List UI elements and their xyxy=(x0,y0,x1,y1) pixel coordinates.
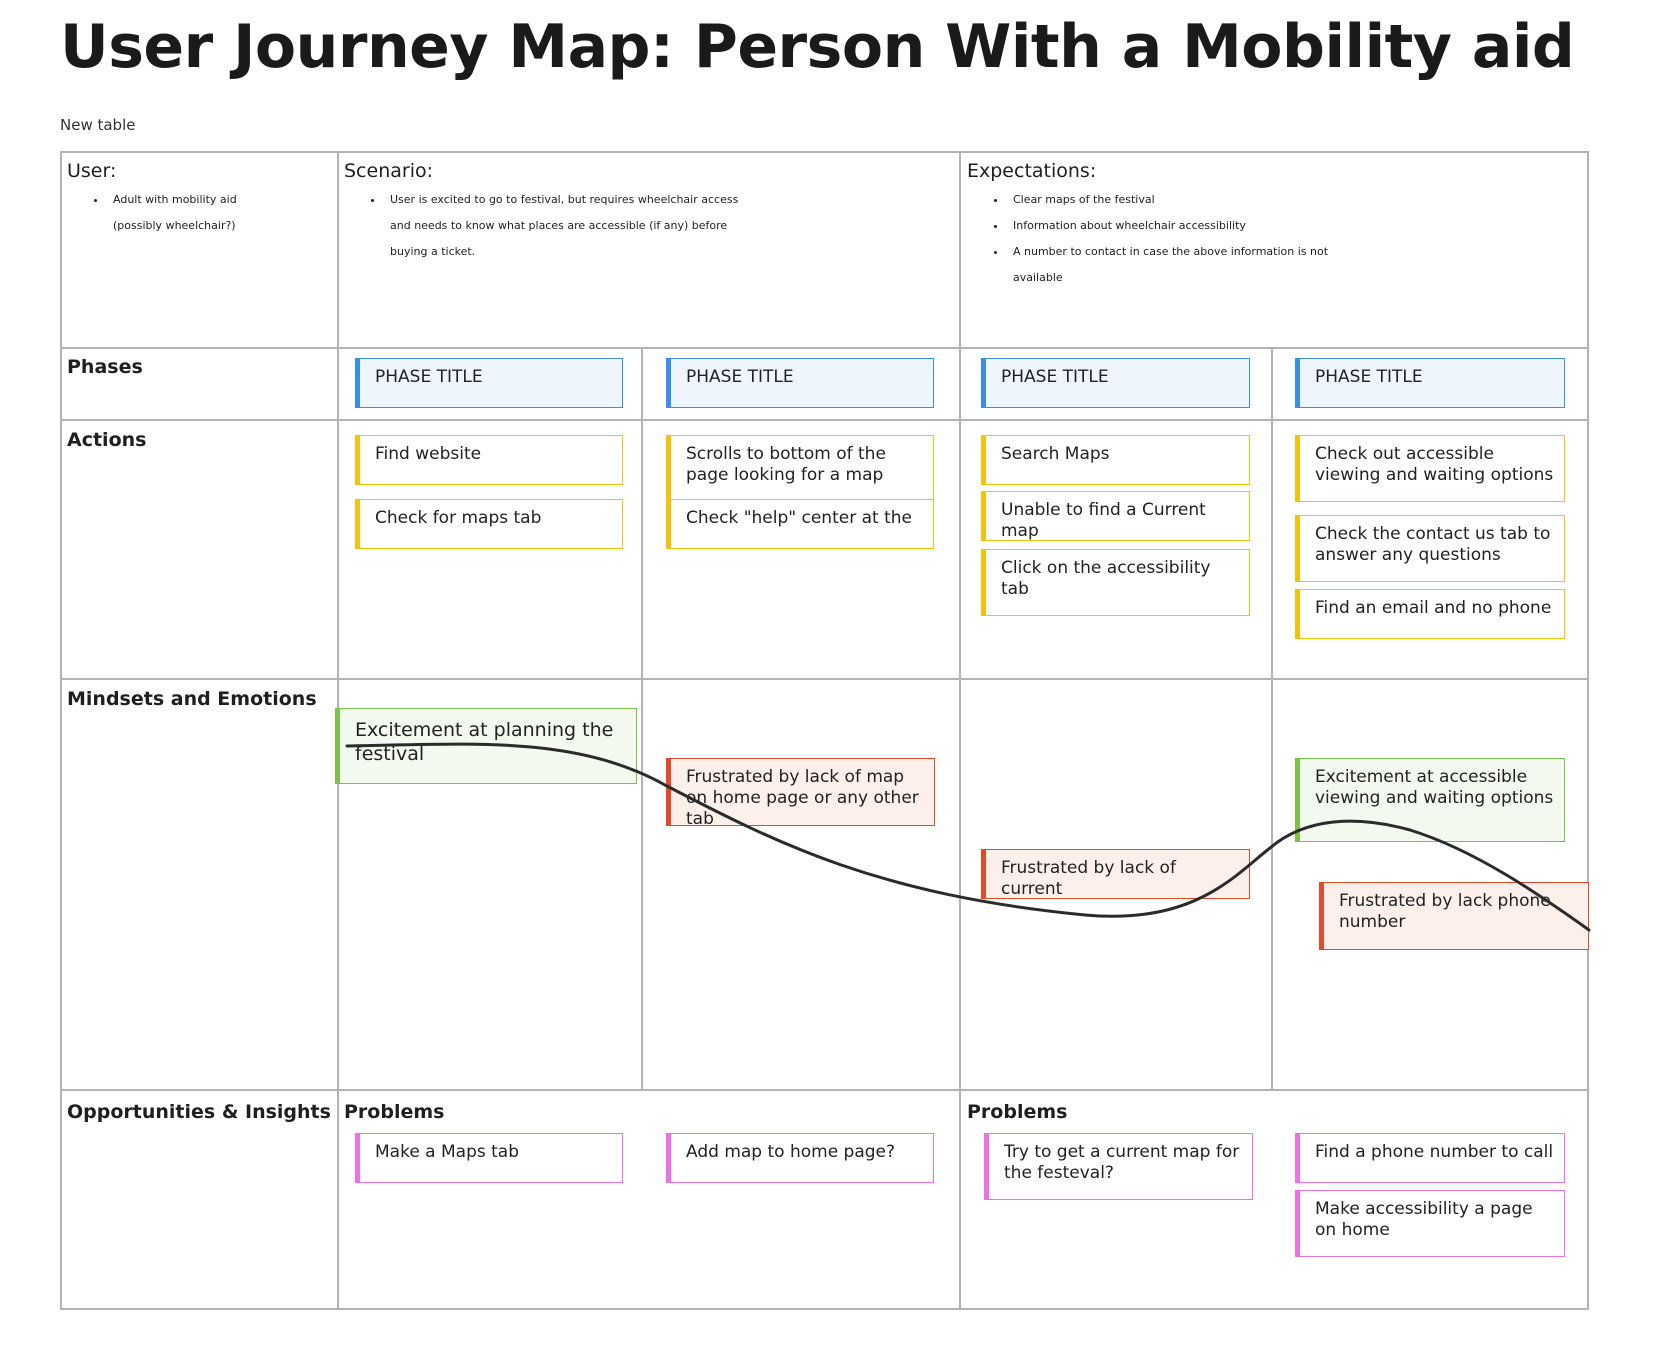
opportunity-card[interactable]: Find a phone number to call xyxy=(1295,1133,1565,1183)
page-title: User Journey Map: Person With a Mobility… xyxy=(60,12,1575,82)
action-card[interactable]: Scrolls to bottom of the page looking fo… xyxy=(666,435,934,500)
row-label-mindsets: Mindsets and Emotions xyxy=(67,688,317,710)
bullet-continuation: and needs to know what places are access… xyxy=(390,219,728,232)
action-card[interactable]: Check the contact us tab to answer any q… xyxy=(1295,515,1565,582)
scenario-bullets: User is excited to go to festival, but r… xyxy=(366,187,964,265)
emotion-card-positive[interactable]: Excitement at planning the festival xyxy=(335,708,637,784)
opportunity-card[interactable]: Make accessibility a page on home xyxy=(1295,1190,1565,1257)
emotion-card-negative[interactable]: Frustrated by lack of current xyxy=(981,849,1250,899)
action-card[interactable]: Find website xyxy=(355,435,623,485)
scenario-heading: Scenario: xyxy=(344,160,433,182)
emotion-card-negative[interactable]: Frustrated by lack phone number xyxy=(1319,882,1589,950)
action-card[interactable]: Check for maps tab xyxy=(355,499,623,549)
bullet-item: A number to contact in case the above in… xyxy=(1007,239,1587,265)
phase-title-card[interactable]: PHASE TITLE xyxy=(666,358,934,408)
bullet-continuation: buying a ticket. xyxy=(390,245,476,258)
emotion-card-negative[interactable]: Frustrated by lack of map on home page o… xyxy=(666,758,935,826)
row-label-phases: Phases xyxy=(67,356,143,378)
mindsets-cell-2 xyxy=(641,678,961,1091)
opportunity-card[interactable]: Make a Maps tab xyxy=(355,1133,623,1183)
opportunity-card[interactable]: Add map to home page? xyxy=(666,1133,934,1183)
expectations-heading: Expectations: xyxy=(967,160,1097,182)
opportunity-card[interactable]: Try to get a current map for the festeva… xyxy=(984,1133,1253,1200)
action-card[interactable]: Click on the accessibility tab xyxy=(981,549,1250,616)
action-card[interactable]: Check out accessible viewing and waiting… xyxy=(1295,435,1565,502)
table-name: New table xyxy=(60,116,136,134)
phase-title-card[interactable]: PHASE TITLE xyxy=(355,358,623,408)
action-card[interactable]: Check "help" center at the xyxy=(666,499,934,549)
bullet-item: Adult with mobility aid xyxy=(107,187,337,213)
mindsets-label-cell xyxy=(60,678,339,1091)
user-bullets: Adult with mobility aid (possibly wheelc… xyxy=(89,187,337,239)
emotion-card-positive[interactable]: Excitement at accessible viewing and wai… xyxy=(1295,758,1565,842)
action-card[interactable]: Find an email and no phone xyxy=(1295,589,1565,639)
opportunities-cell-right xyxy=(959,1089,1589,1310)
bullet-continuation: available xyxy=(1013,271,1063,284)
bullet-item: Information about wheelchair accessibili… xyxy=(1007,213,1587,239)
action-card[interactable]: Unable to find a Current map xyxy=(981,491,1250,541)
phase-title-card[interactable]: PHASE TITLE xyxy=(1295,358,1565,408)
action-card[interactable]: Search Maps xyxy=(981,435,1250,485)
bullet-item: User is excited to go to festival, but r… xyxy=(384,187,964,213)
row-label-actions: Actions xyxy=(67,429,147,451)
row-label-opportunities: Opportunities & Insights xyxy=(67,1101,331,1123)
expectations-bullets: Clear maps of the festival Information a… xyxy=(989,187,1587,291)
phase-title-card[interactable]: PHASE TITLE xyxy=(981,358,1250,408)
problems-heading-left: Problems xyxy=(344,1101,445,1123)
bullet-continuation: (possibly wheelchair?) xyxy=(113,219,236,232)
actions-label-cell xyxy=(60,419,339,680)
bullet-item: Clear maps of the festival xyxy=(1007,187,1587,213)
problems-heading-right: Problems xyxy=(967,1101,1068,1123)
user-heading: User: xyxy=(67,160,117,182)
